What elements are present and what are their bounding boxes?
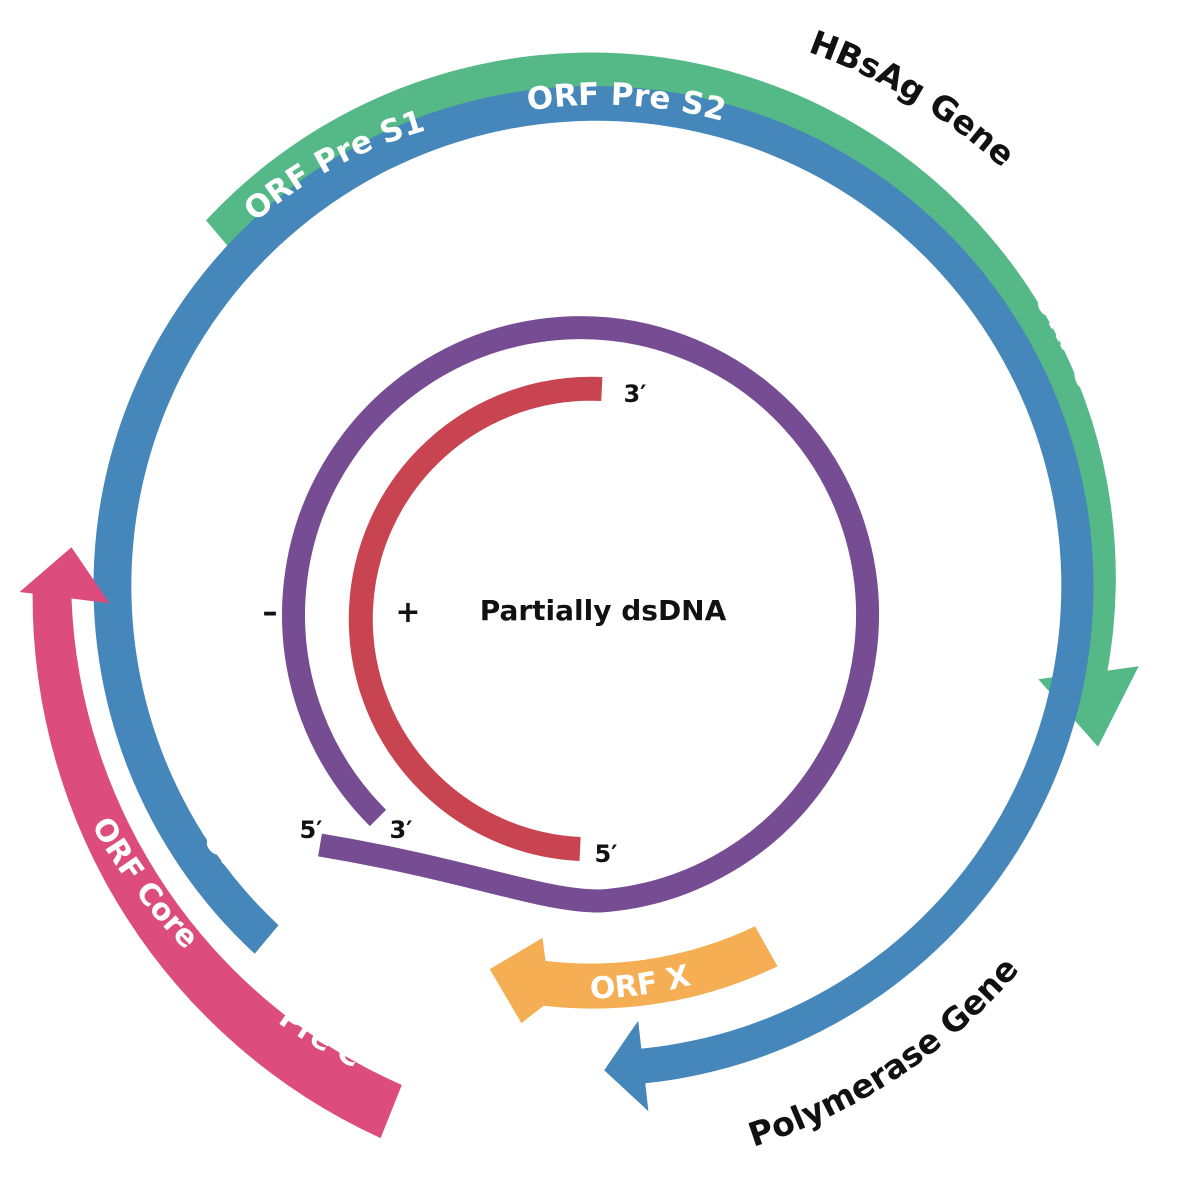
orf-core-pink-band <box>19 547 402 1139</box>
minus-strand-sign: – <box>263 595 278 630</box>
minus-3-prime-label: 3′ <box>389 816 412 844</box>
minus-5-prime-label: 5′ <box>299 816 322 844</box>
plus-strand-sign: + <box>395 595 420 630</box>
plus-strand-dna <box>348 376 603 861</box>
dna-title: Partially dsDNA <box>480 594 727 627</box>
plus-3-prime-label: 3′ <box>623 380 646 408</box>
plus-5-prime-label: 5′ <box>594 840 617 868</box>
orf-x-orange-band <box>489 926 778 1024</box>
minus-strand-dna <box>282 316 880 913</box>
